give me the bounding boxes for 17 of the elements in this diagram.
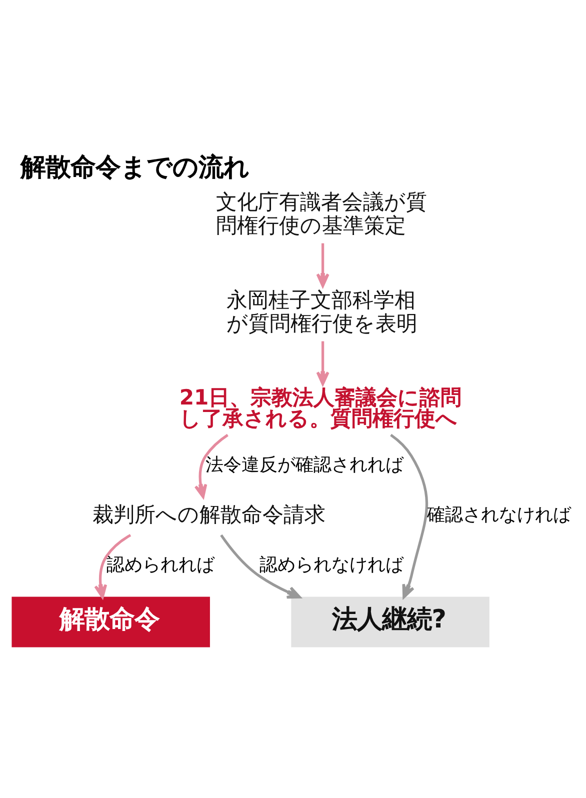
arrow — [220, 534, 301, 598]
arrow — [316, 340, 330, 385]
node-text: 文化庁有識者会議が質問権行使の基準策定 — [216, 188, 427, 237]
edge-label: 法令違反が確認されれば — [206, 454, 404, 475]
node-text: 21日、宗教法人審議会に諮問し了承される。質問権行使へ — [179, 384, 462, 430]
arrow — [390, 433, 428, 598]
arrow — [194, 433, 228, 498]
arrow — [316, 242, 330, 287]
node-text: 永岡桂子文部科学相が質問権行使を表明 — [226, 286, 418, 335]
node-text: 裁判所への解散命令請求 — [92, 500, 326, 526]
arrow — [94, 534, 132, 598]
diagram-title: 解散命令までの流れ — [20, 152, 250, 182]
node-box: 法人継続? — [291, 596, 490, 647]
edge-label: 認められれば — [106, 554, 215, 575]
edge-label: 確認されなければ — [427, 504, 572, 525]
node-box: 解散命令 — [12, 596, 210, 647]
edge-label: 認められなければ — [260, 554, 404, 575]
